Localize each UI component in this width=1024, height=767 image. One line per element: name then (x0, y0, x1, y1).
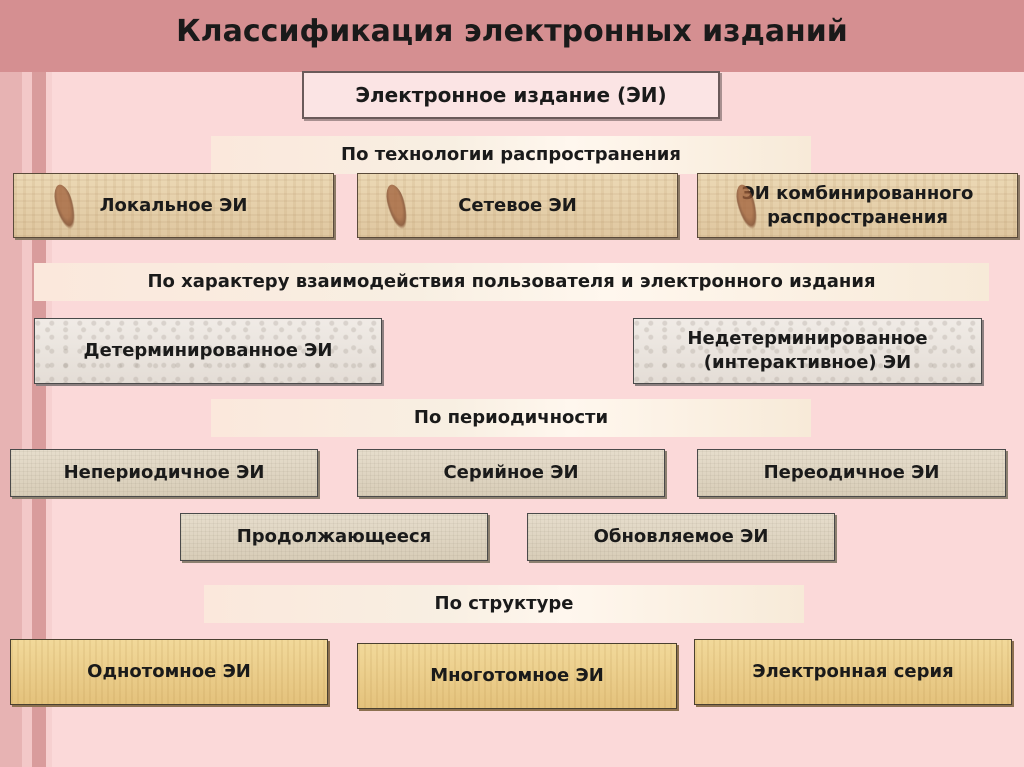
node-nondeterministic: Недетерминированное (интерактивное) ЭИ (633, 318, 982, 384)
section-header-periodicity: По периодичности (211, 399, 811, 437)
node-single-volume: Однотомное ЭИ (10, 639, 328, 705)
node-local: Локальное ЭИ (13, 173, 334, 238)
node-multi-volume: Многотомное ЭИ (357, 643, 677, 709)
decorative-stripe (22, 0, 32, 767)
node-nonperiodic: Непериодичное ЭИ (10, 449, 318, 497)
section-header-technology: По технологии распространения (211, 136, 811, 174)
node-label: Локальное ЭИ (99, 194, 248, 216)
node-continuing: Продолжающееся (180, 513, 488, 561)
node-label: ЭИ комбинированного распространения (741, 182, 974, 228)
node-combined: ЭИ комбинированного распространения (697, 173, 1018, 238)
fossil-icon (382, 182, 412, 232)
title-bar (0, 0, 1024, 72)
node-label: Сетевое ЭИ (458, 194, 577, 216)
node-network: Сетевое ЭИ (357, 173, 678, 238)
fossil-icon (50, 182, 80, 232)
section-header-structure: По структуре (204, 585, 804, 623)
node-periodic: Переодичное ЭИ (697, 449, 1006, 497)
node-serial: Серийное ЭИ (357, 449, 665, 497)
node-electronic-series: Электронная серия (694, 639, 1012, 705)
section-header-interaction: По характеру взаимодействия пользователя… (34, 263, 989, 301)
slide-title: Классификация электронных изданий (176, 14, 848, 49)
node-updated: Обновляемое ЭИ (527, 513, 835, 561)
node-deterministic: Детерминированное ЭИ (34, 318, 382, 384)
root-node: Электронное издание (ЭИ) (302, 71, 720, 119)
